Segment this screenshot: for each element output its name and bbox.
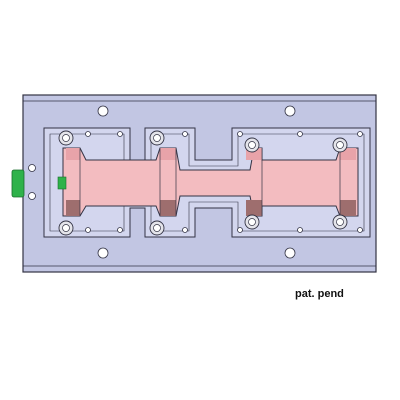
clamp-screw-icon (244, 137, 260, 153)
collar-shade (160, 148, 176, 160)
mounting-hole-icon (97, 105, 109, 117)
mounting-hole-icon (297, 227, 303, 233)
clamp-screw-icon (58, 220, 74, 236)
clamp-screw-icon (149, 220, 165, 236)
clamp-screw-icon (332, 137, 348, 153)
clamp-screw-icon (149, 130, 165, 146)
mounting-hole-icon (85, 131, 91, 137)
mounting-hole-icon (357, 227, 363, 233)
mounting-hole-icon (284, 247, 296, 259)
mounting-hole-icon (182, 227, 188, 233)
mounting-hole-icon (117, 131, 123, 137)
collar-shade (160, 200, 176, 216)
mounting-hole-icon (28, 164, 36, 172)
collar-shade (66, 200, 80, 216)
mounting-hole-icon (85, 227, 91, 233)
workpiece (62, 147, 359, 217)
mounting-hole-icon (284, 105, 296, 117)
mounting-hole-icon (237, 131, 243, 137)
clamp-screw-icon (332, 214, 348, 230)
collar-shade (340, 200, 356, 216)
mounting-hole-icon (28, 192, 36, 200)
green-stop-knob-icon (11, 169, 67, 198)
mounting-hole-icon (297, 131, 303, 137)
mounting-hole-icon (97, 247, 109, 259)
clamp-screw-icon (58, 130, 74, 146)
patent-pending-label: pat. pend (295, 288, 344, 300)
collar-shade (246, 200, 262, 216)
mounting-hole-icon (237, 227, 243, 233)
clamp-screw-icon (244, 214, 260, 230)
mounting-hole-icon (117, 227, 123, 233)
mounting-hole-icon (357, 131, 363, 137)
mounting-hole-icon (182, 131, 188, 137)
collar-shade (66, 148, 80, 160)
